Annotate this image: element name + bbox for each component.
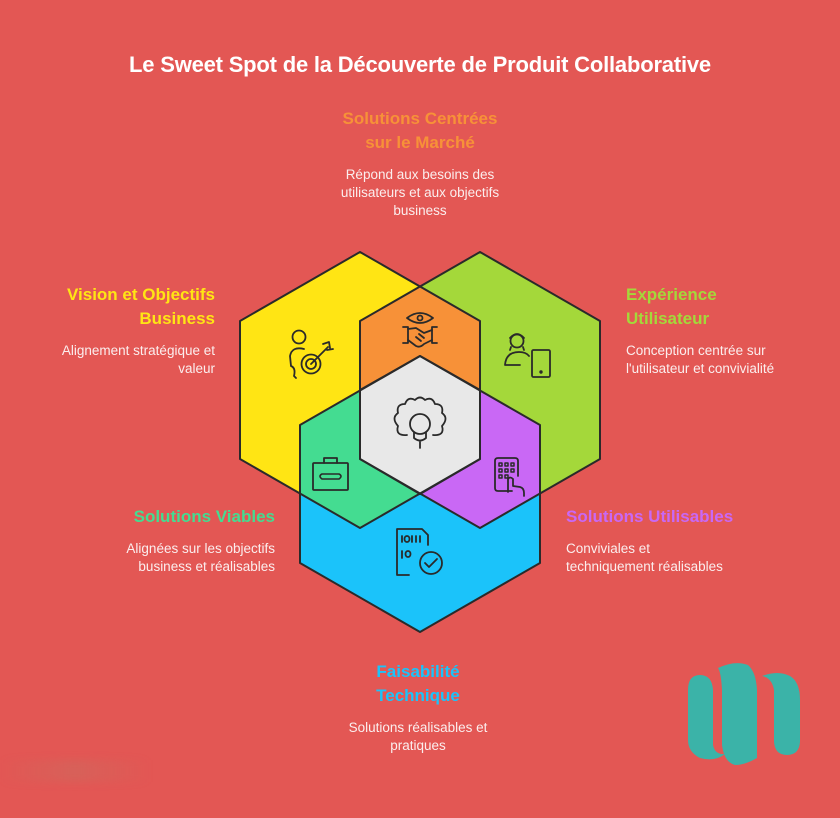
section-vision-desc: Alignement stratégique et valeur [61, 343, 215, 376]
section-viable: Solutions Viables Alignées sur les objec… [60, 505, 275, 576]
section-market: Solutions Centrées sur le Marché Répond … [300, 107, 540, 220]
section-usable: Solutions Utilisables Conviviales et tec… [566, 505, 786, 576]
region-center [360, 356, 480, 494]
toolbox-icon [312, 457, 349, 491]
section-market-heading: Solutions Centrées sur le Marché [342, 109, 498, 152]
touch-keypad-icon [494, 457, 525, 497]
person-target-icon [289, 329, 334, 379]
blurred-watermark [0, 760, 150, 782]
section-market-desc: Répond aux besoins des utilisateurs et a… [340, 167, 500, 218]
gear-lightbulb-icon [393, 396, 447, 449]
section-usable-heading: Solutions Utilisables [566, 507, 734, 526]
section-vision: Vision et Objectifs Business Alignement … [20, 283, 215, 378]
section-viable-heading: Solutions Viables [133, 507, 275, 526]
section-usable-desc: Conviviales et techniquement réalisables [566, 541, 723, 574]
handshake-eye-icon [402, 312, 438, 348]
section-ux: Expérience Utilisateur Conception centré… [626, 283, 836, 378]
brand-logo [688, 663, 800, 765]
page-title: Le Sweet Spot de la Découverte de Produi… [129, 52, 711, 77]
binary-file-check-icon [396, 528, 443, 576]
section-tech: Faisabilité Technique Solutions réalisab… [318, 660, 518, 755]
section-viable-desc: Alignées sur les objectifs business et r… [126, 541, 275, 574]
section-vision-heading: Vision et Objectifs Business [66, 285, 215, 328]
section-tech-desc: Solutions réalisables et pratiques [348, 720, 488, 753]
section-ux-heading: Expérience Utilisateur [626, 285, 717, 328]
user-tablet-icon [504, 333, 551, 378]
section-ux-desc: Conception centrée sur l'utilisateur et … [626, 343, 775, 376]
section-tech-heading: Faisabilité Technique [376, 662, 460, 705]
